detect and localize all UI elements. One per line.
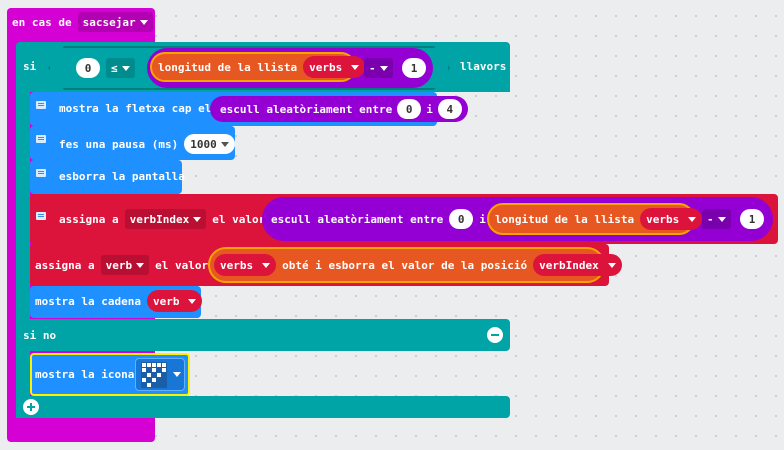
then-label: llavors [460,60,507,73]
grid-icon [141,361,167,388]
comment-icon[interactable] [36,169,46,177]
value-label: el valor [212,212,266,226]
random-to-input[interactable]: 4 [437,99,462,119]
show-icon-label: mostra la icona [35,368,135,381]
show-arrow-label: mostra la fletxa cap el [59,102,212,115]
remove-else-icon[interactable] [487,327,503,343]
pause-ms-dropdown[interactable]: 1000 [184,134,235,154]
assign-label: assigna a [35,258,95,272]
list-var-verbs[interactable]: verbs [640,208,703,230]
else-bar[interactable] [16,319,510,351]
clear-screen-label: esborra la pantalla [59,170,185,183]
remove-at-label: obté i esborra el valor de la posició [282,258,528,272]
else-label: si no [23,329,57,342]
show-string-label: mostra la cadena [35,294,141,308]
value-label: el valor [155,258,209,272]
subtract-right-input[interactable]: 1 [402,58,426,78]
subtract-right-input[interactable]: 1 [740,209,764,229]
random-between-block[interactable]: escull aleatòriament entre 0 i 4 [210,96,468,122]
icon-picker-dropdown[interactable] [135,358,185,391]
clear-screen-block[interactable] [30,160,182,194]
assign-label: assigna a [59,212,119,226]
comment-icon[interactable] [36,212,46,220]
add-else-icon[interactable] [23,399,39,415]
pause-label: fes una pausa (ms) [59,137,179,151]
subtract-operator-dropdown[interactable]: - [364,58,393,78]
comment-icon[interactable] [36,135,46,143]
gesture-dropdown[interactable]: sacsejar [77,12,153,32]
on-gesture-label: en cas de [12,15,72,29]
index-var-verbindex[interactable]: verbIndex [533,254,622,276]
compare-operator-dropdown[interactable]: ≤ [106,58,135,78]
verbindex-var-dropdown[interactable]: verbIndex [124,209,207,229]
compare-left-input[interactable]: 0 [76,58,100,78]
comment-icon[interactable] [36,101,46,109]
if-block-bottom[interactable] [16,396,510,418]
random-from-input[interactable]: 0 [449,209,474,229]
if-block-spine [16,88,30,418]
subtract-operator-dropdown[interactable]: - [702,209,731,229]
list-length-label: longitud de la llista [158,60,298,74]
verb-var-dropdown[interactable]: verb [100,255,150,275]
list-length-label: longitud de la llista [495,212,635,226]
string-var-verb[interactable]: verb [146,290,203,312]
list-var-verbs[interactable]: verbs [303,56,366,78]
random-from-input[interactable]: 0 [397,99,422,119]
list-var-verbs[interactable]: verbs [214,254,277,276]
if-label: si [23,60,37,73]
